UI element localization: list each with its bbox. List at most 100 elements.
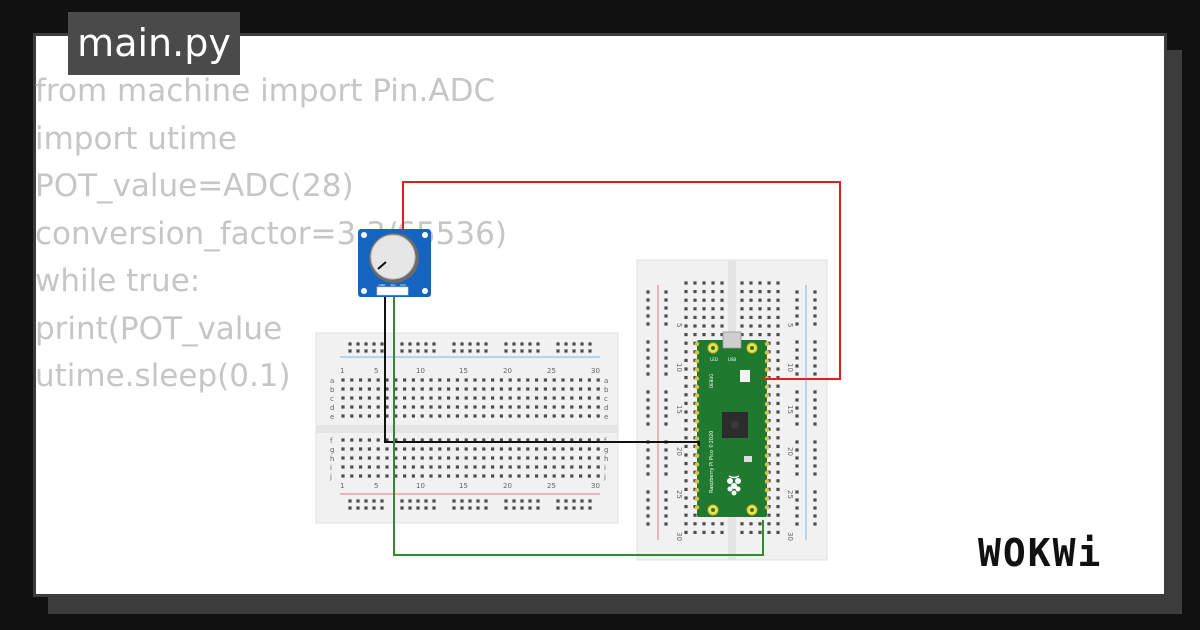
- pico-pin[interactable]: [764, 479, 770, 484]
- pico-pin[interactable]: [694, 367, 700, 372]
- row-number: 10: [786, 363, 794, 372]
- rail-hole: [348, 349, 352, 353]
- breadboard-small: 1 5 10 15 20 25 30 1 5 10 15 20 25 30 a …: [315, 332, 619, 524]
- breadboard-hole: [341, 474, 345, 478]
- row-letter: c: [604, 395, 608, 403]
- pico-pin[interactable]: [764, 410, 770, 415]
- rail-hole: [795, 314, 799, 318]
- breadboard-hole: [684, 444, 688, 448]
- breadboard-hole: [447, 447, 451, 451]
- debug-label: DEBUG: [709, 374, 714, 388]
- wire-black[interactable]: [384, 294, 700, 446]
- pico-pin[interactable]: [694, 462, 700, 467]
- breadboard-hole: [394, 396, 398, 400]
- pico-pin[interactable]: [764, 350, 770, 355]
- breadboard-hole: [491, 387, 495, 391]
- breadboard-small-gap: [316, 425, 618, 433]
- pico-pin[interactable]: [764, 505, 770, 510]
- rail-hole: [664, 340, 668, 344]
- rail-hole: [646, 340, 650, 344]
- pico-pin[interactable]: [694, 436, 700, 441]
- breadboard-hole: [684, 453, 688, 457]
- row-letter: d: [330, 404, 334, 412]
- rail-hole: [664, 390, 668, 394]
- pico-pin[interactable]: [694, 479, 700, 484]
- pico-pin[interactable]: [764, 427, 770, 433]
- pico-pin[interactable]: [764, 384, 770, 390]
- rail-hole: [664, 364, 668, 368]
- knob[interactable]: [370, 234, 416, 280]
- rail-hole: [528, 499, 532, 503]
- breadboard-hole: [740, 281, 744, 285]
- pico-pin[interactable]: [694, 376, 700, 381]
- bootsel-button[interactable]: [740, 370, 750, 382]
- pico-pin[interactable]: [764, 436, 770, 441]
- breadboard-hole: [596, 465, 600, 469]
- breadboard-hole: [438, 378, 442, 382]
- pico-pin[interactable]: [764, 462, 770, 467]
- pico-pin[interactable]: [694, 496, 700, 501]
- breadboard-hole: [596, 474, 600, 478]
- pico-pin[interactable]: [694, 470, 700, 476]
- rail-hole: [795, 390, 799, 394]
- pico-pin[interactable]: [694, 384, 700, 390]
- row-number: 20: [786, 447, 794, 456]
- wire-red[interactable]: [402, 181, 841, 380]
- breadboard-hole: [579, 405, 583, 409]
- pico-pin[interactable]: [764, 496, 770, 501]
- breadboard-hole: [508, 465, 512, 469]
- breadboard-hole: [341, 396, 345, 400]
- pico-pin[interactable]: [764, 488, 770, 493]
- pico-pin[interactable]: [764, 402, 770, 407]
- pico-pin[interactable]: [694, 505, 700, 510]
- pico-pin[interactable]: [764, 367, 770, 372]
- pico-pin[interactable]: [764, 393, 770, 398]
- file-tab[interactable]: main.py: [68, 12, 240, 75]
- pico-pin[interactable]: [694, 410, 700, 415]
- pico-pin[interactable]: [694, 445, 700, 450]
- breadboard-hole: [359, 456, 363, 460]
- breadboard-hole: [776, 487, 780, 491]
- mount-hole-inner: [750, 346, 754, 350]
- pico-pin[interactable]: [764, 359, 770, 364]
- pico-pin[interactable]: [694, 341, 700, 347]
- rail-hole: [646, 414, 650, 418]
- pin-label: SIG: [390, 283, 396, 287]
- breadboard-hole: [758, 290, 762, 294]
- pico-pin[interactable]: [764, 453, 770, 458]
- row-letter: c: [330, 395, 334, 403]
- breadboard-hole: [473, 465, 477, 469]
- raspberry-pi-pico[interactable]: USB LED Raspberry Pi Pico ©2020 DEBUG: [694, 331, 770, 517]
- pico-pin[interactable]: [694, 359, 700, 364]
- pin-label: GND: [379, 283, 387, 287]
- mount-hole: [422, 232, 428, 238]
- breadboard-hole: [693, 530, 697, 534]
- breadboard-hole: [482, 456, 486, 460]
- breadboard-hole: [776, 479, 780, 483]
- usb-label: USB: [728, 357, 736, 362]
- pico-pin[interactable]: [694, 419, 700, 424]
- breadboard-hole: [367, 447, 371, 451]
- rail-hole: [795, 406, 799, 410]
- pico-pin[interactable]: [764, 341, 770, 347]
- rail-hole: [646, 348, 650, 352]
- pico-pin[interactable]: [694, 402, 700, 407]
- breadboard-hole: [776, 358, 780, 362]
- pico-pin[interactable]: [694, 427, 700, 433]
- pico-pin[interactable]: [694, 453, 700, 458]
- pico-pin[interactable]: [764, 419, 770, 424]
- breadboard-hole: [596, 447, 600, 451]
- code-line: utime.sleep(0.1): [35, 358, 291, 394]
- potentiometer[interactable]: GND SIG VCC: [358, 229, 431, 297]
- breadboard-hole: [350, 447, 354, 451]
- pico-pin[interactable]: [694, 488, 700, 493]
- breadboard-hole: [776, 453, 780, 457]
- wire-green[interactable]: [393, 294, 764, 556]
- breadboard-hole: [376, 396, 380, 400]
- pico-pin[interactable]: [764, 470, 770, 476]
- pico-pin[interactable]: [764, 445, 770, 450]
- pico-pin[interactable]: [694, 393, 700, 398]
- breadboard-hole: [447, 405, 451, 409]
- rail-hole: [664, 490, 668, 494]
- pico-pin[interactable]: [694, 350, 700, 355]
